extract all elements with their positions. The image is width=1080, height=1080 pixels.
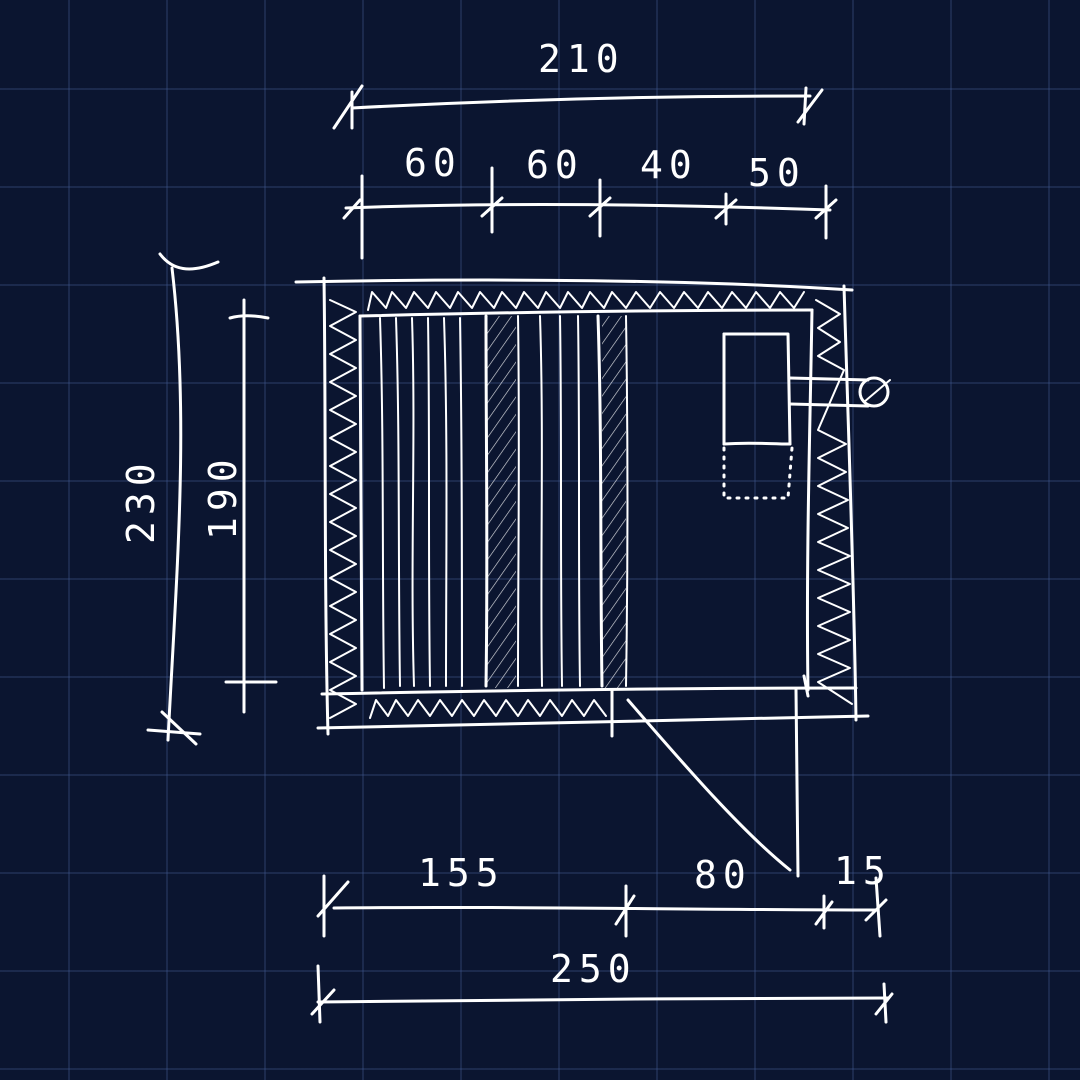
dimension-top-segments: 60 60 40 50 xyxy=(342,141,838,260)
dimension-left-outer: 230 xyxy=(119,252,220,746)
dimension-label-210: 210 xyxy=(538,37,625,81)
dimension-label-80: 80 xyxy=(694,853,752,897)
outer-walls xyxy=(294,276,870,736)
dimension-label-seg-2: 60 xyxy=(526,143,584,187)
dimension-label-190: 190 xyxy=(201,453,245,540)
dimension-label-230: 230 xyxy=(119,457,163,544)
dimension-label-155: 155 xyxy=(418,851,505,895)
dimension-bottom-segments: 155 80 15 xyxy=(316,849,892,938)
dimension-label-seg-3: 40 xyxy=(640,143,698,187)
heater-knob-icon xyxy=(858,376,890,408)
heater xyxy=(722,332,891,500)
door-opening xyxy=(610,674,810,878)
hatched-bench-edge-2 xyxy=(602,316,626,688)
dimension-label-250: 250 xyxy=(550,947,637,991)
dimension-left-inner: 190 xyxy=(201,298,278,714)
hatched-bench-edge-1 xyxy=(486,316,516,688)
bench-slats xyxy=(379,314,629,689)
dimension-top-total: 210 xyxy=(332,37,824,130)
dimension-label-seg-1: 60 xyxy=(404,141,462,185)
dimension-bottom-total: 250 xyxy=(310,947,894,1024)
dimension-label-seg-4: 50 xyxy=(748,151,806,195)
dimension-label-15: 15 xyxy=(834,849,892,893)
